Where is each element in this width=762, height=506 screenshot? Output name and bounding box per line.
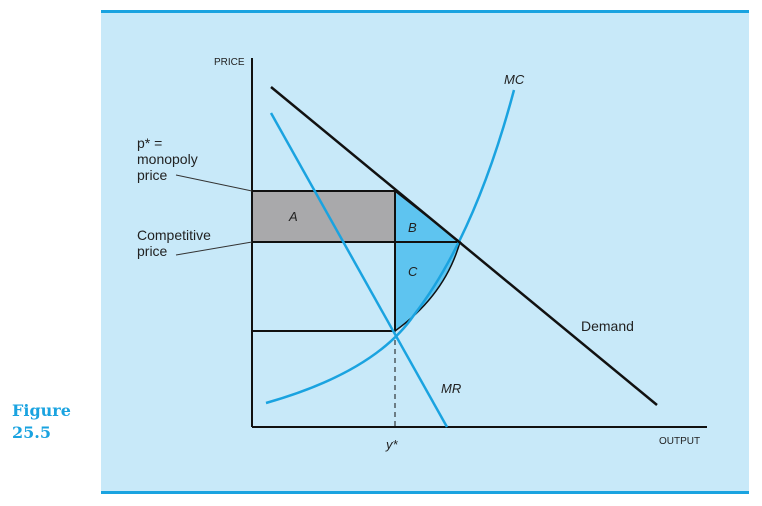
- demand-label: Demand: [581, 318, 634, 334]
- mr-label: MR: [441, 381, 461, 396]
- figure-label: Figure: [12, 401, 71, 420]
- x-axis-label: OUTPUT: [659, 436, 700, 447]
- mc-label: MC: [504, 72, 525, 87]
- monopoly-price-pointer: [175, 174, 253, 192]
- mc-curve: [265, 89, 516, 405]
- figure-number: 25.5: [12, 423, 51, 442]
- y-axis-label: PRICE: [214, 57, 245, 68]
- area-c-label: C: [408, 264, 418, 279]
- demand-curve: [270, 86, 658, 406]
- figure-caption: Figure 25.5: [12, 400, 71, 444]
- area-b-label: B: [408, 220, 417, 235]
- y-star-label: y*: [385, 437, 399, 452]
- area-c: [394, 241, 461, 333]
- monopoly-price-label-2: monopoly: [137, 151, 198, 167]
- monopoly-price-label-1: p* =: [137, 135, 162, 151]
- competitive-price-label-2: price: [137, 243, 168, 259]
- competitive-price-pointer: [175, 241, 253, 256]
- area-a: [251, 190, 396, 243]
- competitive-price-label-1: Competitive: [137, 227, 211, 243]
- mr-curve: [269, 112, 449, 428]
- monopoly-price-label-3: price: [137, 167, 168, 183]
- area-a-label: A: [288, 209, 298, 224]
